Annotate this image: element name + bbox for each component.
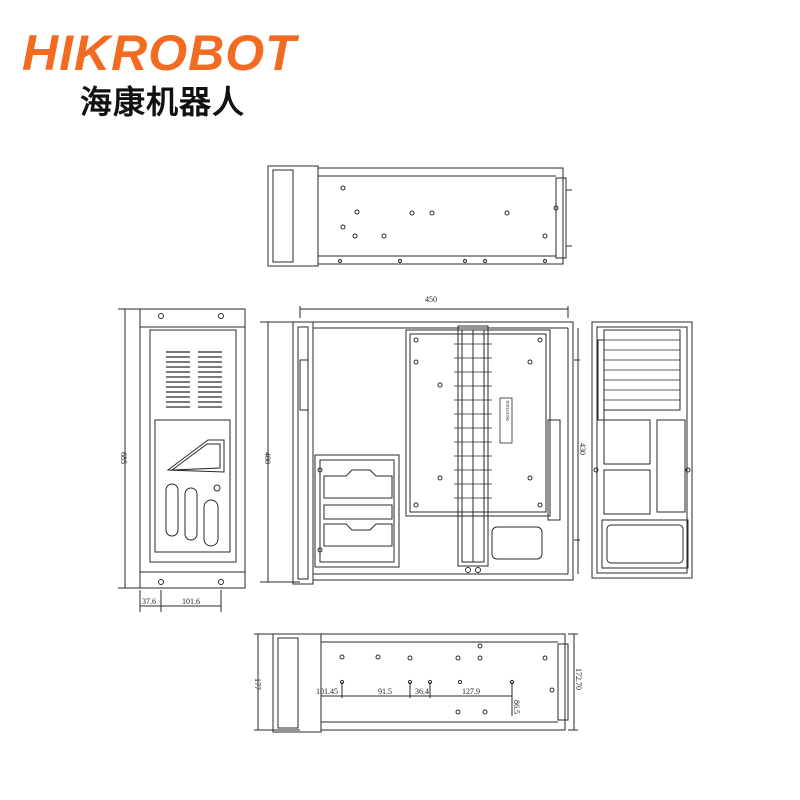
dim-hole-1: 101.45 <box>316 687 338 696</box>
rear-panel-view <box>591 321 693 579</box>
dim-front-left: 37.6 <box>142 597 156 606</box>
plan-sticker-label: TOPLOONG <box>505 400 510 422</box>
brand-name-cn: 海康机器人 <box>80 83 246 121</box>
dim-front-right: 101.6 <box>182 597 200 606</box>
dim-plan-depth: 430 <box>578 443 587 455</box>
hikrobot-logo: HIKROBOT <box>22 25 297 81</box>
bottom-side-view <box>254 633 578 733</box>
plan-view <box>260 306 580 585</box>
dim-plan-width: 450 <box>425 295 437 304</box>
dim-hole-5: 86.5 <box>512 700 521 714</box>
dim-bottom-height-right: 172.70 <box>574 668 583 690</box>
front-panel-view <box>118 308 246 612</box>
top-side-view <box>267 165 572 267</box>
dim-hole-3: 36.4 <box>415 687 429 696</box>
dim-plan-side: 480 <box>263 452 272 464</box>
dim-hole-4: 127.9 <box>462 687 480 696</box>
dim-bottom-height: 177 <box>253 678 262 690</box>
dim-front-height: 685 <box>119 452 128 464</box>
dim-hole-2: 91.5 <box>378 687 392 696</box>
